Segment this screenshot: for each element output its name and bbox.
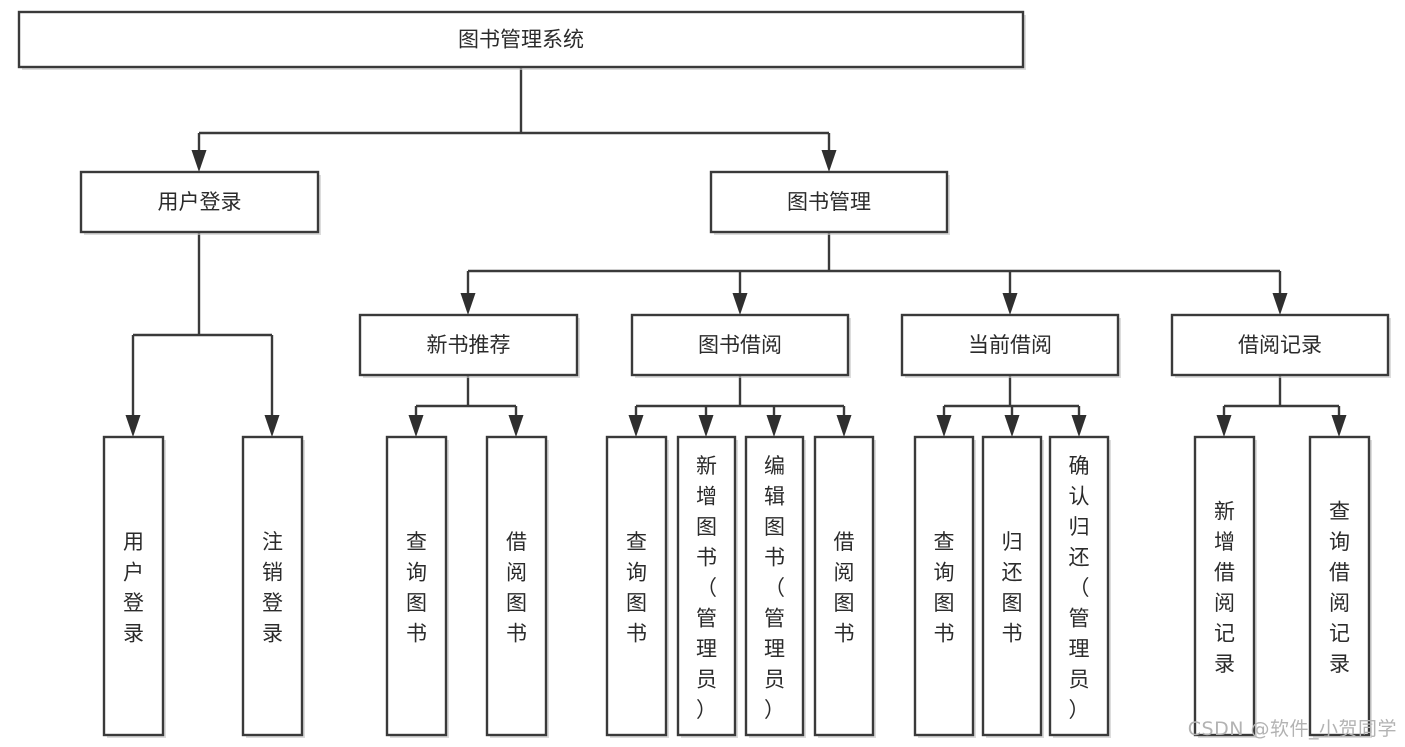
node-box[interactable] xyxy=(900,313,1120,377)
node-label: 编辑图书（管理员） xyxy=(764,454,785,722)
node-box[interactable] xyxy=(241,435,304,737)
node-box[interactable] xyxy=(1170,313,1390,377)
node-leaf-edit-book[interactable]: 编辑图书（管理员） xyxy=(744,435,806,738)
node-root[interactable]: 图书管理系统 xyxy=(17,10,1026,70)
connector-arrowhead xyxy=(766,415,782,437)
node-label: 用户登录 xyxy=(158,190,242,214)
connector-arrowhead xyxy=(1071,415,1087,437)
connector-arrowhead xyxy=(460,293,476,315)
connector-arrowhead xyxy=(821,150,837,172)
node-box[interactable] xyxy=(1308,435,1371,737)
connector-arrowhead xyxy=(191,150,207,172)
node-leaf-add-book[interactable]: 新增图书（管理员） xyxy=(676,435,738,738)
node-box[interactable] xyxy=(485,435,548,737)
csdn-watermark: CSDN @软件_小贺同学 xyxy=(1187,718,1397,740)
node-label: 归还图书 xyxy=(1002,530,1023,646)
node-box[interactable] xyxy=(385,435,448,737)
connector-arrowhead xyxy=(264,415,280,437)
node-leaf-logout[interactable]: 注销登录 xyxy=(241,435,305,738)
node-label: 确认归还（管理员） xyxy=(1069,454,1090,722)
node-current-borrow[interactable]: 当前借阅 xyxy=(900,313,1121,378)
node-label: 图书管理 xyxy=(787,190,871,214)
connector-arrowhead xyxy=(698,415,714,437)
node-box[interactable] xyxy=(709,170,949,234)
node-box[interactable] xyxy=(102,435,165,737)
node-label: 用户登录 xyxy=(123,530,144,646)
connector-arrowhead xyxy=(125,415,141,437)
node-leaf-add-record[interactable]: 新增借阅记录 xyxy=(1193,435,1257,738)
node-leaf-return-book[interactable]: 归还图书 xyxy=(981,435,1044,738)
node-book-borrow[interactable]: 图书借阅 xyxy=(630,313,851,378)
connector-current-to-leaves xyxy=(936,375,1087,437)
node-box[interactable] xyxy=(744,435,805,737)
node-box[interactable] xyxy=(676,435,737,737)
node-label: 借阅图书 xyxy=(506,530,527,646)
node-label: 借阅记录 xyxy=(1238,333,1322,357)
connector-recommend-to-leaves xyxy=(408,375,524,437)
connector-arrowhead xyxy=(508,415,524,437)
node-leaf-borrow-book-1[interactable]: 借阅图书 xyxy=(485,435,549,738)
node-label: 当前借阅 xyxy=(968,333,1052,357)
node-box[interactable] xyxy=(358,313,579,377)
node-label: 查询图书 xyxy=(626,530,647,646)
connector-bookmanage-to-level2 xyxy=(460,232,1288,315)
connectors-layer xyxy=(125,67,1347,437)
node-book-manage[interactable]: 图书管理 xyxy=(709,170,950,235)
node-label: 图书借阅 xyxy=(698,333,782,357)
node-box[interactable] xyxy=(1193,435,1256,737)
node-label: 注销登录 xyxy=(262,530,283,646)
node-box[interactable] xyxy=(630,313,850,377)
node-user-login[interactable]: 用户登录 xyxy=(79,170,321,235)
connector-borrow-to-leaves xyxy=(628,375,852,437)
node-box[interactable] xyxy=(605,435,668,737)
connector-arrowhead xyxy=(732,293,748,315)
node-leaf-query-book-3[interactable]: 查询图书 xyxy=(913,435,976,738)
node-leaf-query-book-2[interactable]: 查询图书 xyxy=(605,435,669,738)
node-leaf-borrow-book-2[interactable]: 借阅图书 xyxy=(813,435,876,738)
node-box[interactable] xyxy=(1048,435,1110,737)
connector-arrowhead xyxy=(936,415,952,437)
connector-arrowhead xyxy=(408,415,424,437)
node-label: 查询借阅记录 xyxy=(1329,500,1350,677)
node-leaf-query-book-1[interactable]: 查询图书 xyxy=(385,435,449,738)
node-box[interactable] xyxy=(813,435,875,737)
node-leaf-user-login[interactable]: 用户登录 xyxy=(102,435,166,738)
node-leaf-confirm-return[interactable]: 确认归还（管理员） xyxy=(1048,435,1111,738)
node-label: 查询图书 xyxy=(934,530,955,646)
node-label: 查询图书 xyxy=(406,530,427,646)
connector-arrowhead xyxy=(1331,415,1347,437)
nodes-layer: 图书管理系统用户登录图书管理新书推荐图书借阅当前借阅借阅记录用户登录注销登录查询… xyxy=(17,10,1391,738)
node-label: 新增借阅记录 xyxy=(1214,500,1235,677)
node-box[interactable] xyxy=(17,10,1025,69)
node-leaf-query-record[interactable]: 查询借阅记录 xyxy=(1308,435,1372,738)
connector-arrowhead xyxy=(836,415,852,437)
node-label: 图书管理系统 xyxy=(458,28,584,52)
connector-arrowhead xyxy=(1002,293,1018,315)
node-label: 新书推荐 xyxy=(427,333,511,357)
connector-arrowhead xyxy=(1216,415,1232,437)
node-box[interactable] xyxy=(981,435,1043,737)
node-label: 借阅图书 xyxy=(834,530,855,646)
connector-arrowhead xyxy=(628,415,644,437)
connector-root-to-level1 xyxy=(191,67,837,172)
node-label: 新增图书（管理员） xyxy=(696,454,717,722)
connector-arrowhead xyxy=(1272,293,1288,315)
connector-arrowhead xyxy=(1004,415,1020,437)
node-borrow-record[interactable]: 借阅记录 xyxy=(1170,313,1391,378)
connector-userlogin-to-leaves xyxy=(125,232,280,437)
node-new-book-recommend[interactable]: 新书推荐 xyxy=(358,313,580,378)
node-box[interactable] xyxy=(79,170,320,234)
node-box[interactable] xyxy=(913,435,975,737)
connector-record-to-leaves xyxy=(1216,375,1347,437)
